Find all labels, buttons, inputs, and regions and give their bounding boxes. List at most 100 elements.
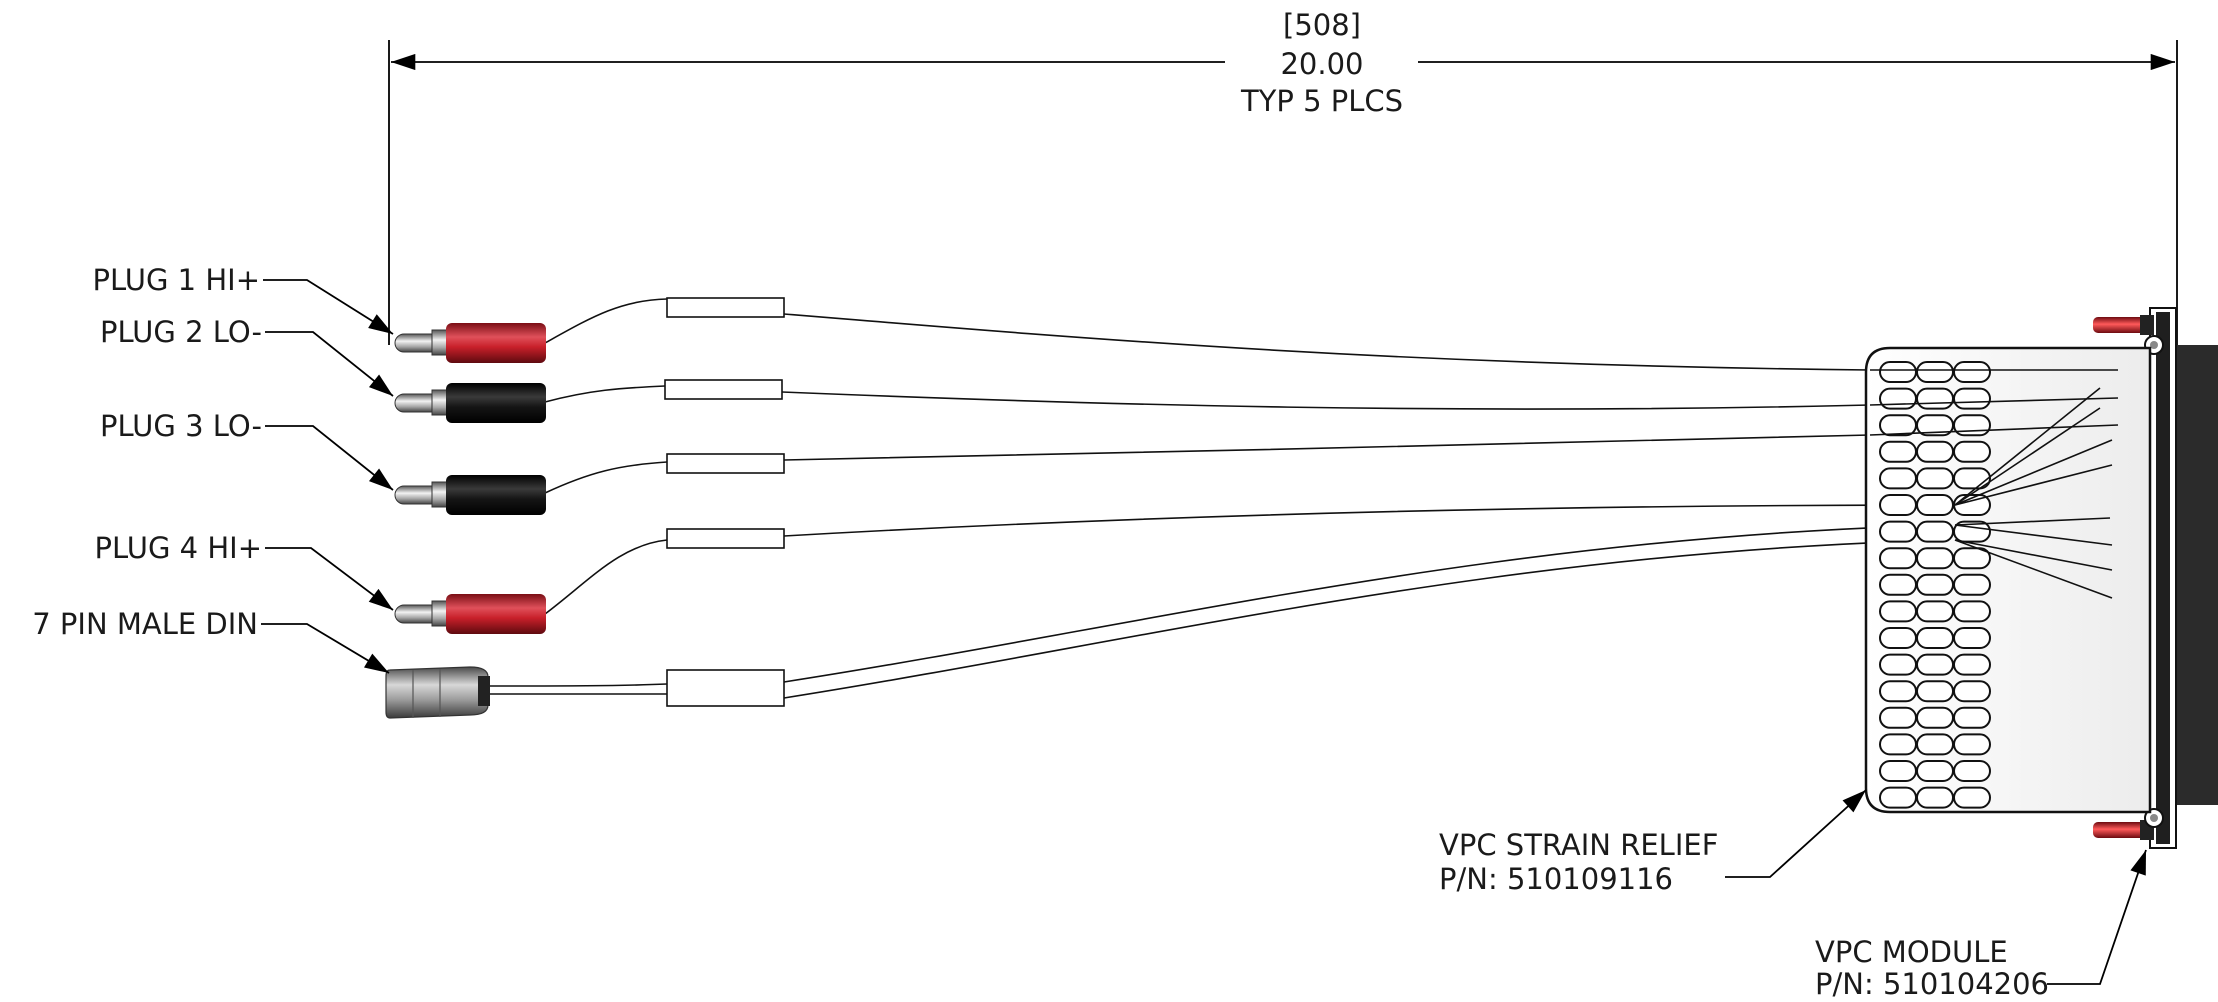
wire-marker-3 bbox=[666, 453, 785, 474]
strain-relief-slot bbox=[1916, 653, 1954, 676]
plug-2-body bbox=[446, 383, 546, 423]
wire-din-b1 bbox=[783, 524, 1956, 683]
strain-relief-slot bbox=[1879, 653, 1917, 676]
strain-relief-slot bbox=[1879, 573, 1917, 596]
wire-markers bbox=[664, 297, 785, 707]
din-body bbox=[385, 666, 489, 719]
strain-relief-slot bbox=[1953, 600, 1991, 623]
leader-din bbox=[261, 623, 390, 674]
banana-plug-1 bbox=[394, 323, 546, 363]
dimension-metric: [508] bbox=[1283, 8, 1361, 42]
callout-strain-relief-name: VPC STRAIN RELIEF bbox=[1439, 828, 1718, 862]
module-body bbox=[2170, 345, 2218, 805]
callout-strain-relief-pn: P/N: 510109116 bbox=[1439, 862, 1673, 896]
strain-relief-slot bbox=[1879, 520, 1917, 543]
strain-relief-slot bbox=[1916, 520, 1954, 543]
module-screw-top bbox=[2093, 317, 2153, 333]
strain-relief-slot bbox=[1953, 627, 1991, 649]
leader-plug1 bbox=[263, 279, 394, 335]
strain-relief-slot bbox=[1953, 547, 1991, 570]
wire-plug1-a bbox=[544, 298, 668, 344]
strain-relief-slot bbox=[1879, 733, 1917, 756]
wire-marker-2 bbox=[664, 379, 783, 400]
strain-relief-slot bbox=[1916, 786, 1954, 809]
plug-3-body bbox=[446, 475, 546, 515]
strain-relief-slot bbox=[1916, 494, 1954, 516]
module-screw-top-head bbox=[2140, 315, 2154, 335]
strain-relief-slots bbox=[1879, 361, 1991, 809]
strain-relief-slot bbox=[1879, 387, 1917, 410]
callout-din: 7 PIN MALE DIN bbox=[32, 607, 258, 641]
wire-marker-din bbox=[666, 669, 785, 707]
strain-relief-slot bbox=[1879, 361, 1917, 383]
strain-relief-slot bbox=[1916, 440, 1954, 463]
vpc-module bbox=[2093, 307, 2218, 849]
banana-plug-4 bbox=[394, 594, 546, 634]
plug-2-collar bbox=[431, 389, 449, 416]
strain-relief-slot bbox=[1953, 361, 1991, 383]
module-screw-bottom bbox=[2093, 822, 2153, 838]
strain-relief-slot bbox=[1953, 653, 1991, 676]
strain-relief-slot bbox=[1879, 440, 1917, 463]
strain-relief-slot bbox=[1879, 706, 1917, 729]
callout-plug4: PLUG 4 HI+ bbox=[95, 531, 262, 565]
strain-relief-slot bbox=[1916, 733, 1954, 756]
plug-4-body bbox=[446, 594, 546, 634]
wire-plug4-b bbox=[783, 504, 1956, 537]
banana-plug-3 bbox=[394, 475, 546, 515]
strain-relief-slot bbox=[1916, 627, 1954, 649]
leader-plug3 bbox=[265, 425, 394, 491]
strain-relief-slot bbox=[1953, 733, 1991, 756]
strain-relief-slot bbox=[1953, 680, 1991, 703]
strain-relief-slot bbox=[1953, 387, 1991, 410]
leader-module bbox=[2047, 849, 2147, 985]
wire-plug3-a bbox=[544, 461, 668, 494]
strain-relief-slot bbox=[1916, 680, 1954, 703]
strain-relief-slot bbox=[1916, 760, 1954, 782]
wire-plug2-b bbox=[781, 391, 1871, 410]
callouts-left: PLUG 1 HI+ PLUG 2 LO- PLUG 3 LO- PLUG 4 … bbox=[32, 263, 394, 674]
strain-relief-slot bbox=[1916, 600, 1954, 623]
strain-relief-slot bbox=[1879, 680, 1917, 703]
strain-relief-slot bbox=[1953, 414, 1991, 437]
wires bbox=[486, 298, 1956, 699]
overall-length-dimension: [508] 20.00 TYP 5 PLCS bbox=[388, 8, 2178, 345]
dimension-imperial: 20.00 bbox=[1280, 47, 1363, 81]
strain-relief-slot bbox=[1953, 573, 1991, 596]
wire-plug4-a bbox=[544, 539, 668, 615]
plug-1-collar bbox=[431, 329, 449, 356]
strain-relief-slot bbox=[1879, 627, 1917, 649]
strain-relief-slot bbox=[1916, 387, 1954, 410]
callout-plug3: PLUG 3 LO- bbox=[100, 409, 262, 443]
strain-relief-slot bbox=[1916, 467, 1954, 490]
strain-relief-slot bbox=[1916, 547, 1954, 570]
callout-module-pn: P/N: 510104206 bbox=[1815, 967, 2049, 1001]
din-connector bbox=[385, 666, 490, 719]
vpc-strain-relief bbox=[1864, 346, 2152, 814]
strain-relief-slot bbox=[1879, 414, 1917, 437]
wire-din-b2 bbox=[783, 539, 1956, 699]
strain-relief-slot bbox=[1953, 706, 1991, 729]
plug-1-body bbox=[446, 323, 546, 363]
banana-plug-2 bbox=[394, 383, 546, 423]
callouts-right: VPC STRAIN RELIEF P/N: 510109116 VPC MOD… bbox=[1439, 789, 2147, 1001]
wire-din-a1 bbox=[486, 683, 668, 687]
din-collar bbox=[478, 676, 490, 706]
strain-relief-slot bbox=[1879, 600, 1917, 623]
strain-relief-slot bbox=[1953, 760, 1991, 782]
strain-relief-slot bbox=[1879, 547, 1917, 570]
wire-plug2-a bbox=[544, 385, 666, 403]
strain-relief-slot bbox=[1879, 494, 1917, 516]
strain-relief-slot bbox=[1879, 786, 1917, 809]
wire-plug3-b bbox=[783, 434, 1871, 461]
leader-strain-relief bbox=[1725, 789, 1867, 878]
strain-relief-slot bbox=[1953, 440, 1991, 463]
strain-relief-slot bbox=[1879, 467, 1917, 490]
leader-plug4 bbox=[265, 547, 394, 611]
module-frame-inner bbox=[2156, 312, 2170, 844]
wire-marker-1 bbox=[666, 297, 785, 318]
leader-plug2 bbox=[265, 331, 394, 397]
plug-3-collar bbox=[431, 481, 449, 508]
wire-plug1-b bbox=[783, 313, 1871, 371]
